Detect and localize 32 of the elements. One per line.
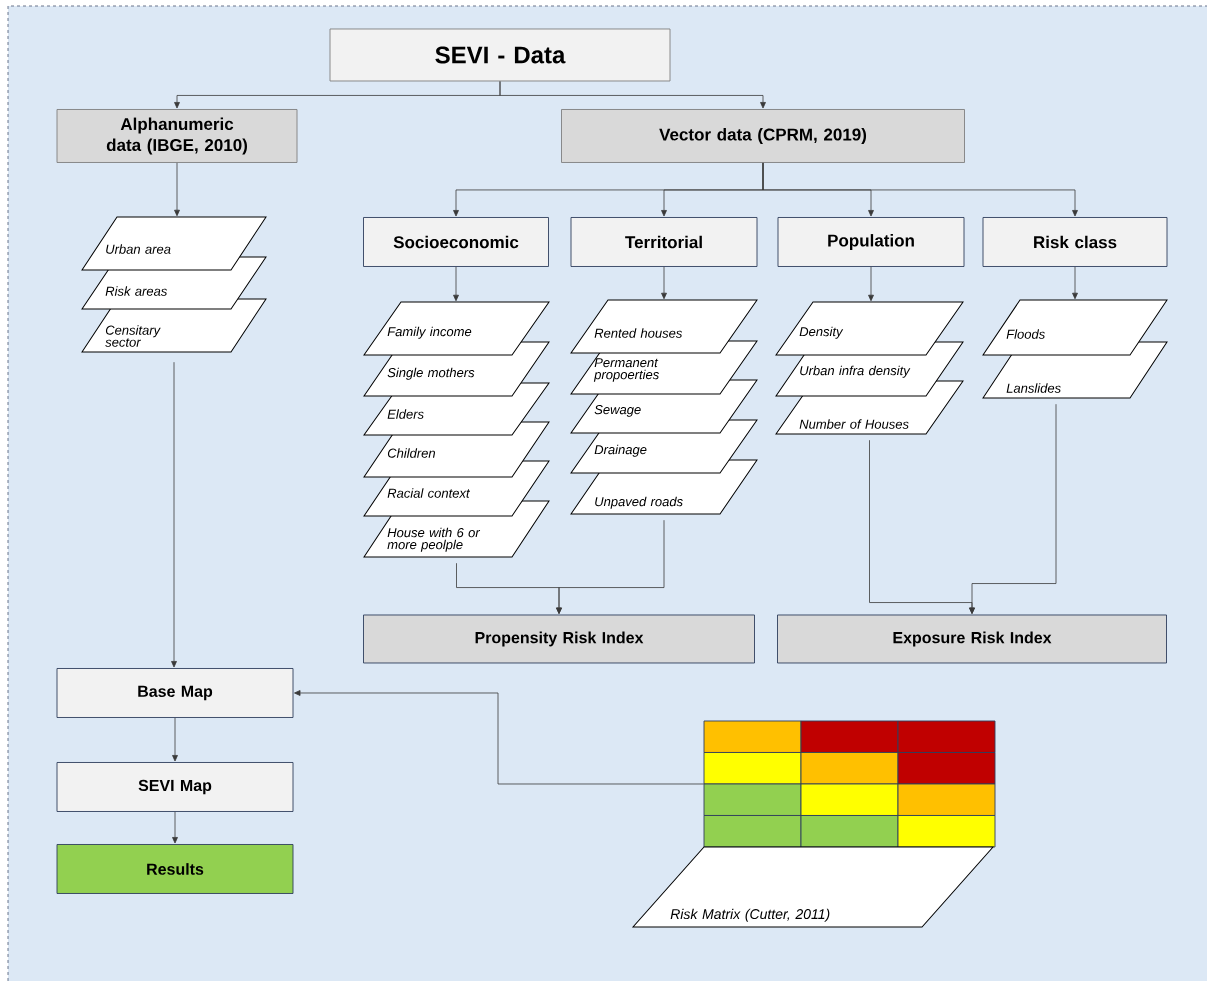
arrow (868, 266, 874, 302)
risk-matrix-grid (703, 720, 996, 848)
arrow (1072, 266, 1078, 300)
layer-parallelogram: Rented houses (570, 299, 758, 354)
arrow (969, 403, 1057, 614)
layer-parallelogram: Urban area (81, 216, 267, 271)
arrow (499, 81, 766, 109)
arrow (453, 266, 459, 302)
arrow (294, 690, 705, 785)
source-box: Alphanumeric data (IBGE, 2010) (56, 109, 298, 163)
category-box: Socioeconomic (363, 217, 549, 267)
index-box: Propensity Risk Index (363, 614, 755, 664)
layer-parallelogram: Family income (363, 301, 550, 356)
arrow (172, 717, 178, 762)
index-box: Exposure Risk Index (777, 614, 1167, 664)
title-box: SEVI - Data (329, 28, 671, 82)
arrow (172, 811, 178, 844)
category-box: Population (777, 217, 965, 267)
category-box: Risk class (982, 217, 1168, 267)
arrow (661, 266, 667, 300)
layer-parallelogram: Floods (982, 299, 1168, 356)
label-parallelogram: Risk Matrix (Cutter, 2011) (632, 846, 994, 928)
category-box: Territorial (570, 217, 758, 267)
map-box: Base Map (56, 668, 294, 718)
source-box: Vector data (CPRM, 2019) (561, 109, 965, 163)
arrow (556, 519, 665, 614)
arrow (171, 361, 177, 668)
result-box: Results (56, 844, 294, 894)
map-box: SEVI Map (56, 762, 294, 812)
arrow (174, 162, 180, 217)
layer-parallelogram: Density (775, 301, 964, 356)
arrow (762, 162, 1078, 217)
